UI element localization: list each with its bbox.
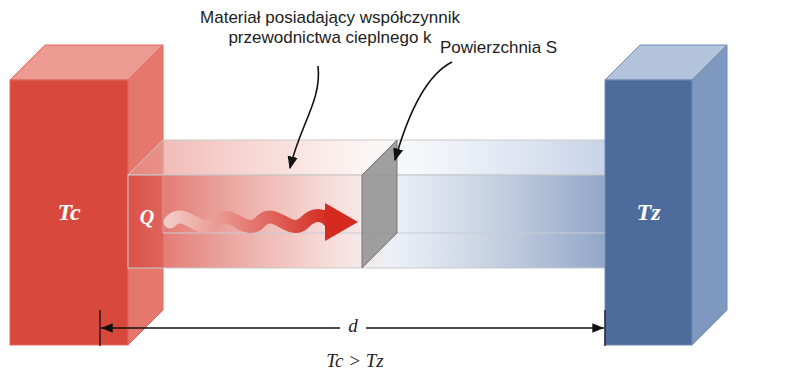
reservoir-block: Tc [10,80,128,345]
reservoir-block: Tz [605,80,692,345]
leader-line [290,66,318,168]
heat-flow-arrow [170,203,358,241]
dimension-line [100,310,605,346]
condition-label: Tc > Tz [280,350,430,373]
heat-symbol: Q [132,205,162,229]
temperature-label: Tz [637,199,661,226]
cold-reservoir [605,45,727,345]
leader-line [395,62,452,160]
cross-section-surface [362,140,397,268]
conducting-bar [128,140,640,268]
temperature-label: Tc [57,199,80,226]
surface-label: Powierzchnia S [440,38,590,58]
dimension-label: d [340,315,366,338]
